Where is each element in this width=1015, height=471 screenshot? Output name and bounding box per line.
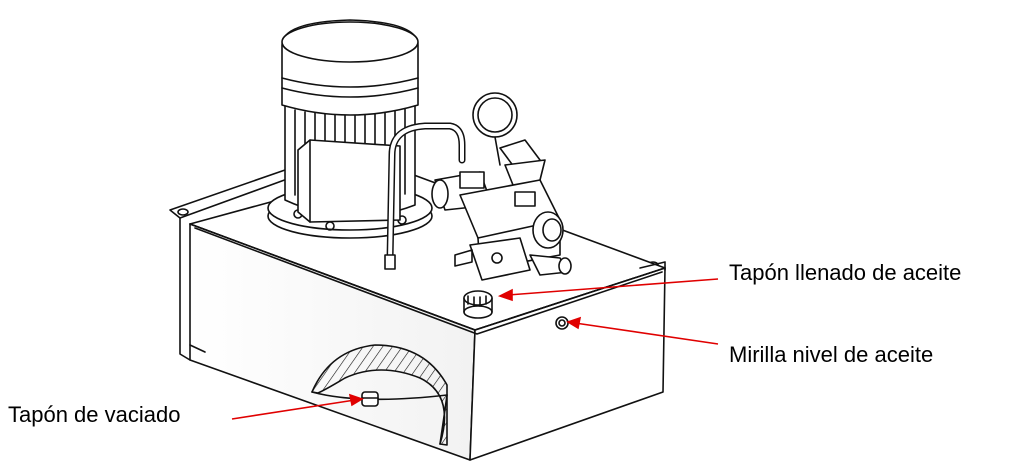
label-drain-plug: Tapón de vaciado bbox=[8, 402, 181, 427]
arrow-sight-glass bbox=[574, 322, 719, 345]
label-fill-cap: Tapón llenado de aceite bbox=[729, 260, 962, 285]
arrow-icon bbox=[497, 288, 513, 302]
cutaway-section bbox=[311, 344, 448, 446]
arrow-icon bbox=[348, 393, 364, 407]
hydraulic-hose bbox=[384, 122, 466, 270]
label-sight-glass: Mirilla nivel de aceite bbox=[729, 342, 934, 367]
leader-arrows bbox=[231, 278, 719, 420]
valve-assembly bbox=[431, 92, 572, 281]
drain-plug bbox=[361, 391, 379, 407]
arrow-icon bbox=[566, 316, 582, 330]
arrow-drain-plug bbox=[231, 399, 356, 420]
filler-cap bbox=[463, 290, 493, 319]
sight-glass bbox=[555, 316, 569, 330]
arrow-fill-cap bbox=[507, 278, 719, 296]
